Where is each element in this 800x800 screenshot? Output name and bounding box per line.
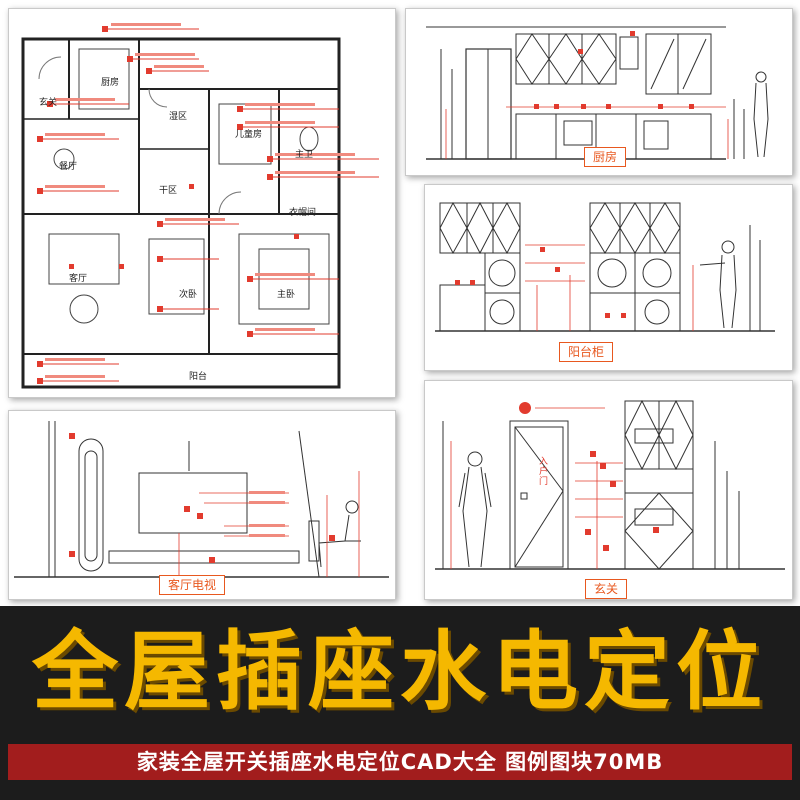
tv-drawing xyxy=(14,421,389,578)
foyer-panel: 入户门 玄关 xyxy=(424,380,793,600)
tv-label: 客厅电视 xyxy=(159,575,226,595)
balcony-label: 阳台柜 xyxy=(559,342,614,362)
floorplan-panel: 厨房 玄关 餐厅 湿区 干区 儿童房 主卫 衣帽间 客厅 次卧 主卧 阳台 xyxy=(8,8,396,398)
room-label-bathroom: 主卫 xyxy=(295,150,314,160)
room-label-master-bedroom: 主卧 xyxy=(277,290,296,300)
room-label-closet: 衣帽间 xyxy=(289,208,317,218)
room-label-kitchen: 厨房 xyxy=(101,78,120,88)
room-label-dry-area: 干区 xyxy=(159,186,178,196)
balcony-panel: 阳台柜 xyxy=(424,184,793,371)
room-label-balcony: 阳台 xyxy=(189,372,208,382)
room-label-foyer: 玄关 xyxy=(39,98,58,108)
foyer-label: 玄关 xyxy=(585,579,628,599)
room-label-second-bedroom: 次卧 xyxy=(179,290,198,300)
room-label-living: 客厅 xyxy=(69,274,88,284)
room-label-children-room: 儿童房 xyxy=(235,130,263,140)
kitchen-panel: 厨房 xyxy=(405,8,793,176)
subline-text: 家装全屋开关插座水电定位CAD大全 图例图块70MB xyxy=(8,744,792,780)
headline-title: 全屋插座水电定位 xyxy=(32,622,768,722)
floorplan-drawing xyxy=(21,23,379,389)
tv-panel: 客厅电视 xyxy=(8,410,396,600)
room-label-wet-area: 湿区 xyxy=(169,112,188,122)
room-label-dining: 餐厅 xyxy=(59,162,78,172)
kitchen-drawing xyxy=(426,26,769,160)
balcony-drawing xyxy=(435,201,775,332)
kitchen-label: 厨房 xyxy=(584,147,627,167)
entry-door-text: 入户门 xyxy=(539,457,549,487)
foyer-drawing xyxy=(435,399,785,570)
